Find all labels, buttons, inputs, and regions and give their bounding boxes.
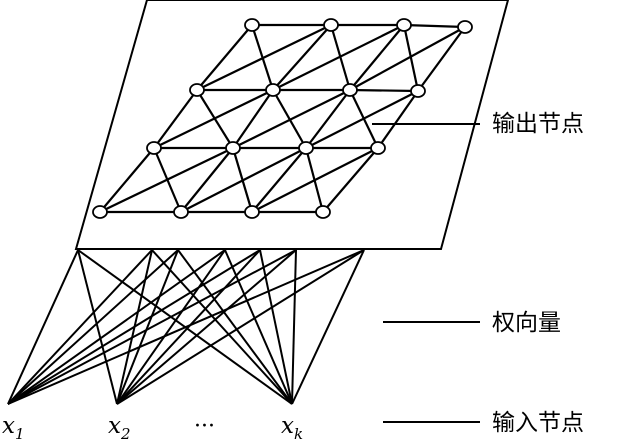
output-node bbox=[323, 18, 339, 32]
output-node bbox=[457, 20, 473, 34]
weight-connection bbox=[7, 249, 297, 405]
output-node bbox=[173, 205, 189, 219]
weight-connections bbox=[7, 249, 365, 405]
lattice-edge bbox=[402, 24, 420, 92]
lattice-edge bbox=[349, 24, 405, 91]
input-nodes-label: 输入节点 bbox=[492, 410, 584, 436]
input-x2-label: x2 bbox=[108, 413, 131, 443]
lattice-edge bbox=[232, 89, 274, 149]
lattice-edge bbox=[305, 89, 351, 149]
weight-connection bbox=[291, 249, 297, 405]
lattice-edge bbox=[180, 147, 307, 213]
lattice-edges bbox=[99, 23, 466, 214]
weight-connection bbox=[7, 249, 179, 405]
weight-connection bbox=[177, 249, 293, 405]
lattice-edge bbox=[99, 147, 155, 213]
output-node bbox=[146, 141, 162, 155]
output-node bbox=[298, 141, 314, 155]
input-xk-label: xk bbox=[281, 413, 303, 443]
weight-connection bbox=[151, 249, 293, 405]
lattice-edge bbox=[349, 26, 466, 91]
lattice-edge bbox=[349, 88, 419, 93]
input-ellipsis: ··· bbox=[194, 414, 215, 439]
lattice-edge bbox=[417, 26, 466, 92]
lattice-edge bbox=[251, 147, 379, 213]
output-node bbox=[342, 83, 358, 97]
weight-connection bbox=[77, 249, 118, 405]
weight-connection bbox=[116, 249, 261, 405]
weight-connection bbox=[7, 249, 153, 405]
output-node bbox=[225, 141, 241, 155]
weight-connection bbox=[116, 249, 226, 405]
output-node-grid bbox=[92, 18, 473, 219]
weight-connection bbox=[116, 249, 179, 405]
lattice-edge bbox=[403, 23, 466, 29]
output-node bbox=[315, 205, 331, 219]
lattice-edge bbox=[322, 147, 379, 213]
lattice-edge bbox=[272, 24, 332, 91]
lattice-edge bbox=[196, 24, 253, 91]
lattice-edge bbox=[196, 24, 332, 91]
weight-connection bbox=[259, 249, 293, 405]
output-node bbox=[244, 18, 260, 32]
lattice-edge bbox=[251, 147, 307, 213]
output-node bbox=[370, 141, 386, 155]
lattice-edge bbox=[153, 89, 198, 149]
lattice-edge bbox=[377, 90, 419, 149]
weight-connection bbox=[116, 249, 153, 405]
output-nodes-label: 输出节点 bbox=[492, 111, 584, 137]
input-x1-label: x1 bbox=[2, 413, 25, 443]
weight-vector-label: 权向量 bbox=[492, 310, 561, 336]
output-node bbox=[265, 83, 281, 97]
output-node bbox=[92, 205, 108, 219]
lattice-edge bbox=[305, 90, 419, 149]
weight-connection bbox=[116, 249, 297, 405]
weight-connection bbox=[7, 249, 79, 405]
weight-connection bbox=[7, 249, 226, 405]
weight-connection bbox=[77, 249, 293, 405]
weight-connection bbox=[291, 249, 365, 405]
lattice-edge bbox=[153, 89, 274, 149]
weight-connection bbox=[116, 249, 365, 405]
weight-connection bbox=[224, 249, 293, 405]
output-node bbox=[189, 83, 205, 97]
lattice-edge bbox=[99, 147, 234, 213]
lattice-edge bbox=[232, 89, 351, 149]
lattice-edge bbox=[180, 147, 234, 213]
output-node bbox=[396, 18, 412, 32]
output-node bbox=[410, 84, 426, 98]
output-node bbox=[244, 205, 260, 219]
lattice-edge bbox=[272, 24, 405, 91]
